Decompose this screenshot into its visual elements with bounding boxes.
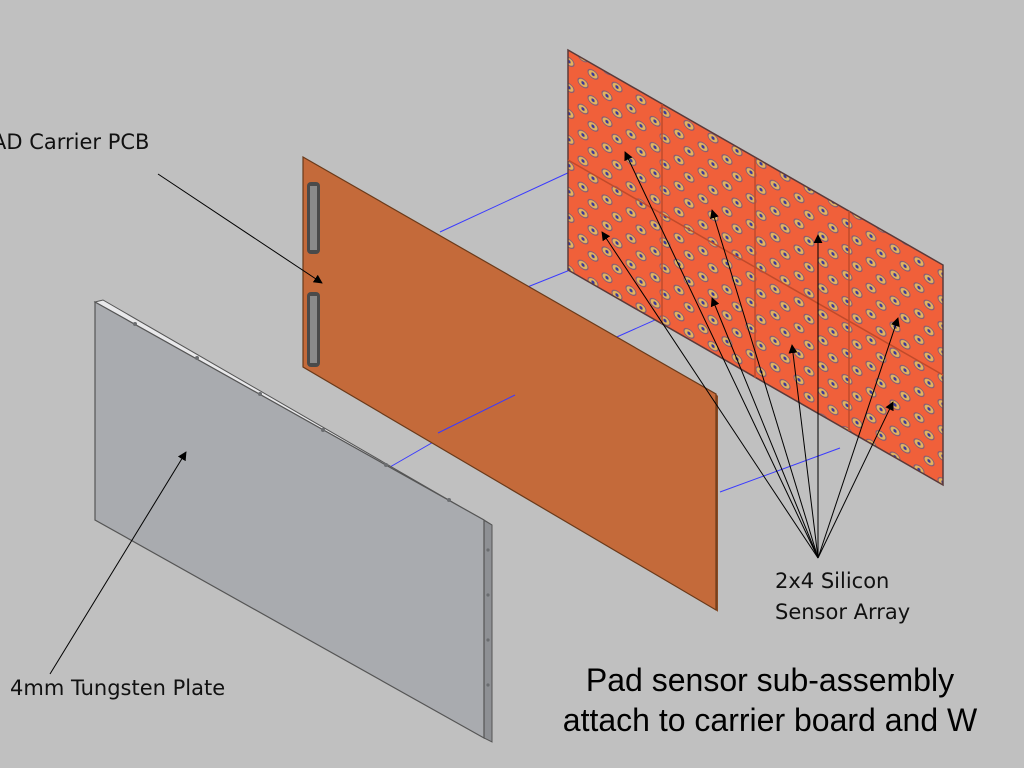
sensor-array-label-line2: Sensor Array — [775, 600, 911, 624]
pcb-connector — [307, 182, 320, 367]
silicon-sensor-array — [567, 48, 944, 487]
carrier-pcb-label: AD Carrier PCB — [0, 130, 150, 154]
sensor-array-label: 2x4 Silicon Sensor Array — [775, 566, 910, 628]
sensor-array-label-line1: 2x4 Silicon — [775, 569, 890, 593]
leader-lines — [49, 151, 900, 675]
caption-line1: Pad sensor sub-assembly — [585, 662, 955, 698]
caption: Pad sensor sub-assembly attach to carrie… — [490, 660, 1024, 740]
caption-line2: attach to carrier board and W — [562, 702, 978, 738]
tungsten-plate-label: 4mm Tungsten Plate — [10, 676, 226, 700]
alignment-line-front — [437, 394, 516, 434]
carrier-pcb — [302, 155, 718, 612]
tungsten-plate — [93, 299, 493, 743]
